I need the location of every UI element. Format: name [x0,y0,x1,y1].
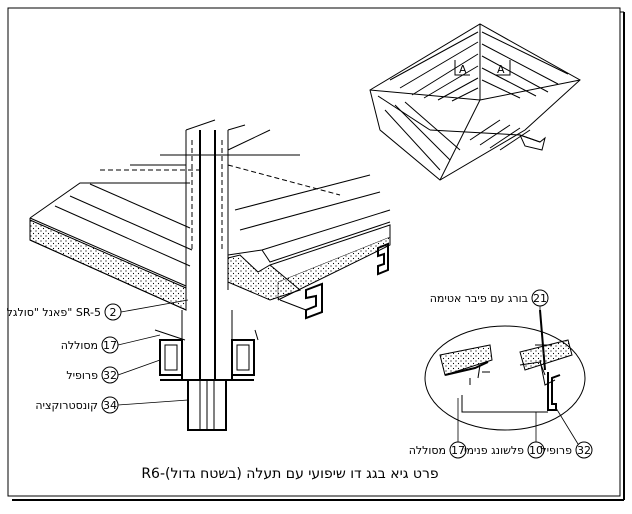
callouts-detail: 21 בורג עם פיבר אטימה 17 מסוללה 10 פלשונ… [409,289,593,459]
callout-number: 32 [577,444,591,457]
callout-34: 34 קונסטרוקציה [35,396,189,414]
callout-text: פאנל "סולגל" SR-5 [7,306,101,319]
callout-text: פרופיל [540,444,572,457]
callout-number: 32 [103,369,117,382]
callout-number: 17 [103,339,117,352]
callout-text: פלשונג פנימי [464,444,524,457]
section-mark-left: A [454,60,470,76]
callout-32: 32 פרופיל [66,359,161,384]
callout-text: מסוללה [409,444,446,457]
callout-32-detail: 32 פרופיל [540,407,593,459]
callout-10: 10 פלשונג פנימי [464,412,545,459]
sheet-border [7,7,621,497]
callout-number: 10 [529,444,543,457]
callout-text: מסוללה [61,339,98,352]
c-profile-right [377,242,389,276]
callout-text: פרופיל [66,369,98,382]
callout-2: 2 פאנל "סולגל" SR-5 [7,299,189,321]
callout-number: 17 [451,444,465,457]
detail-ellipse [424,309,586,431]
section-mark-label: A [497,63,505,76]
purlin-right [231,339,255,376]
callout-text: קונסטרוקציה [35,399,98,412]
drawing-caption: R6-פרט גיא בגג דו שיפועי עם תעלה (בשטח ג… [141,466,438,482]
callout-17-detail: 17 מסוללה [409,398,467,459]
callouts-left: 2 פאנל "סולגל" SR-5 17 מסוללה 32 פרופיל … [7,299,189,414]
detail-profile [547,372,561,411]
callout-17: 17 מסוללה [61,334,161,354]
section-mark-label: A [459,63,467,76]
callout-21: 21 בורג עם פיבר אטימה [430,289,549,312]
callout-number: 2 [110,306,117,319]
callout-number: 21 [533,292,547,305]
callout-text: בורג עם פיבר אטימה [430,292,528,305]
section-mark-right: A [495,60,511,76]
roof-isometric: A A [369,23,581,181]
purlin-left [159,339,183,376]
callout-number: 34 [103,399,117,412]
main-section [29,119,391,431]
c-profile-mid [305,282,323,320]
